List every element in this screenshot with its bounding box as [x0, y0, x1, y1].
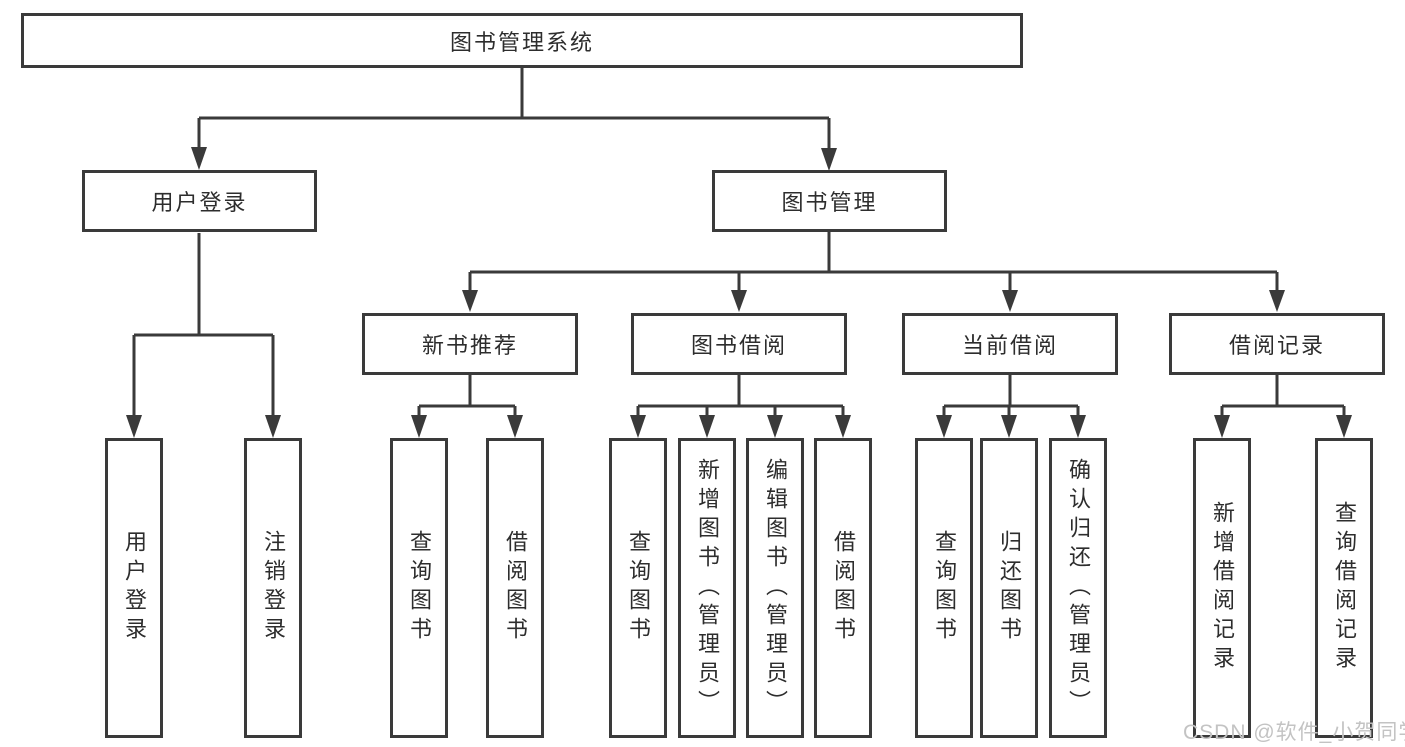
node-new-book-recommend: 新书推荐: [362, 313, 578, 375]
node-book-management: 图书管理: [712, 170, 947, 232]
leaf-bb-borrow-books: 借阅图书: [814, 438, 872, 738]
leaf-nbr-query-books: 查询图书: [390, 438, 448, 738]
leaf-bb-query-books: 查询图书: [609, 438, 667, 738]
watermark: CSDN @软件_小贺同学: [1183, 721, 1405, 744]
node-user-login: 用户登录: [82, 170, 317, 232]
node-borrowing-records: 借阅记录: [1169, 313, 1385, 375]
leaf-logout: 注销登录: [244, 438, 302, 738]
leaf-user-login: 用户登录: [105, 438, 163, 738]
leaf-bb-add-books-admin: 新增图书（管理员）: [678, 438, 736, 738]
node-root: 图书管理系统: [21, 13, 1023, 68]
leaf-br-add-record: 新增借阅记录: [1193, 438, 1251, 738]
leaf-nbr-borrow-books: 借阅图书: [486, 438, 544, 738]
leaf-br-query-record: 查询借阅记录: [1315, 438, 1373, 738]
leaf-cb-confirm-return-admin: 确认归还（管理员）: [1049, 438, 1107, 738]
node-current-borrowing: 当前借阅: [902, 313, 1118, 375]
leaf-cb-return-books: 归还图书: [980, 438, 1038, 738]
leaf-bb-edit-books-admin: 编辑图书（管理员）: [746, 438, 804, 738]
leaf-cb-query-books: 查询图书: [915, 438, 973, 738]
node-book-borrowing: 图书借阅: [631, 313, 847, 375]
